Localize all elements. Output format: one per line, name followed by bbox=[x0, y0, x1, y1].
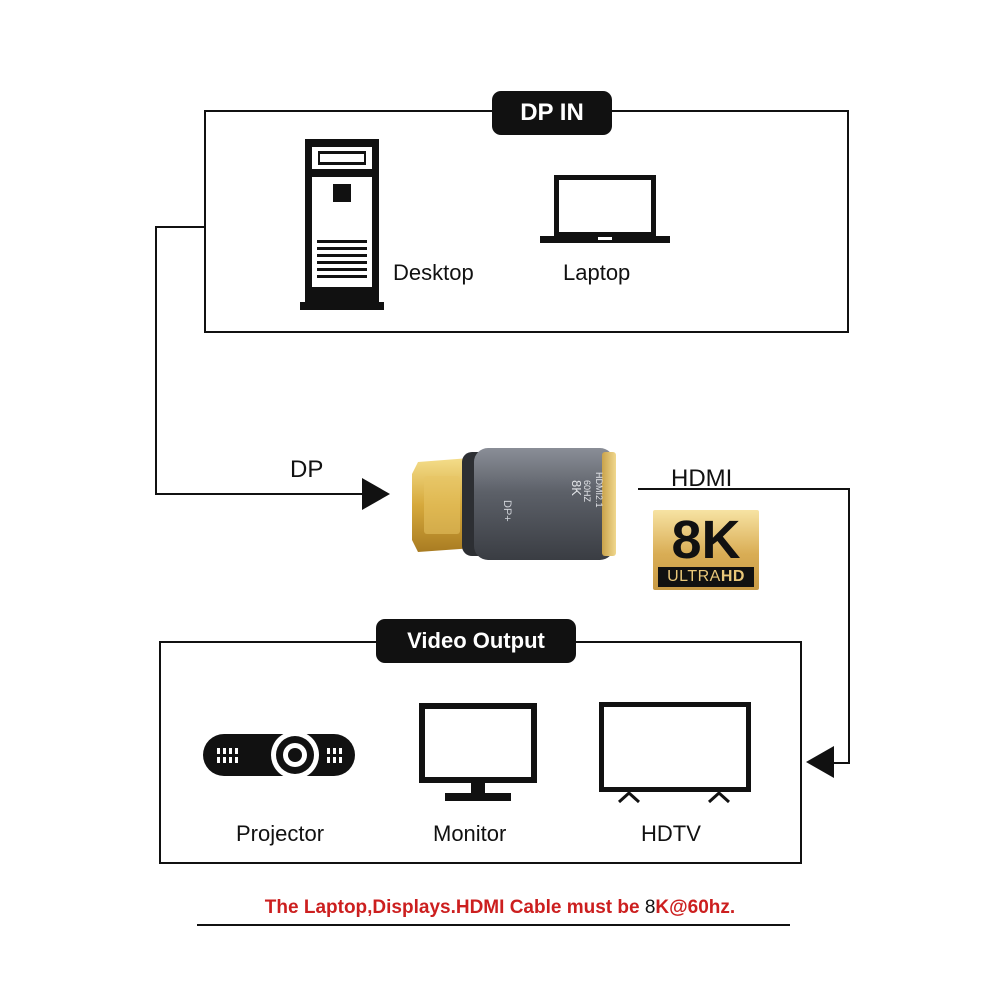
footer-underline bbox=[197, 924, 790, 926]
hdtv-label: HDTV bbox=[641, 821, 701, 846]
dp-connector-line-horizontal-top bbox=[155, 226, 205, 228]
laptop-label: Laptop bbox=[563, 260, 631, 285]
badge-sub-prefix: ULTRA bbox=[667, 568, 721, 585]
svg-text:8K: 8K bbox=[569, 480, 584, 496]
dp-input-label: DP bbox=[290, 456, 324, 483]
badge-main-text: 8K bbox=[671, 510, 741, 570]
dp-connector-line-horizontal-bottom bbox=[155, 493, 370, 495]
hdtv-icon bbox=[599, 702, 751, 804]
hdmi-connector-line-bottom bbox=[826, 762, 850, 764]
projector-label: Projector bbox=[236, 821, 325, 846]
hdmi-connector-line-horizontal bbox=[638, 488, 848, 490]
hdmi-arrow-icon bbox=[806, 746, 834, 778]
dp-in-title: DP IN bbox=[492, 91, 612, 135]
footer-note-part2: 8 bbox=[644, 897, 656, 918]
dp-to-hdmi-adapter-image: DP+ 8K 60HZ HDMI2.1 bbox=[412, 448, 616, 560]
monitor-label: Monitor bbox=[433, 821, 507, 846]
footer-note-part3: K@60hz. bbox=[655, 897, 736, 918]
svg-text:DP+: DP+ bbox=[501, 500, 513, 522]
dp-arrow-icon bbox=[362, 478, 390, 510]
projector-icon bbox=[203, 731, 355, 779]
hdmi-connector-line-vertical bbox=[848, 488, 850, 764]
svg-text:HDMI2.1: HDMI2.1 bbox=[594, 472, 604, 508]
hdmi-output-label: HDMI bbox=[671, 465, 733, 492]
svg-text:60HZ: 60HZ bbox=[582, 480, 592, 503]
footer-note-part1: The Laptop,Displays.HDMI Cable must be bbox=[264, 897, 645, 918]
desktop-label: Desktop bbox=[393, 260, 474, 285]
dp-connector-line-vertical bbox=[155, 226, 157, 495]
footer-note: The Laptop,Displays.HDMI Cable must be 8… bbox=[0, 897, 1000, 919]
monitor-icon bbox=[419, 703, 537, 801]
laptop-icon bbox=[540, 175, 670, 243]
badge-sub-strip: ULTRAHD bbox=[658, 567, 754, 587]
desktop-tower-icon bbox=[300, 139, 384, 310]
badge-sub-suffix: HD bbox=[720, 568, 745, 585]
video-output-title: Video Output bbox=[376, 619, 576, 663]
8k-ultrahd-badge: 8K ULTRAHD bbox=[653, 510, 759, 590]
